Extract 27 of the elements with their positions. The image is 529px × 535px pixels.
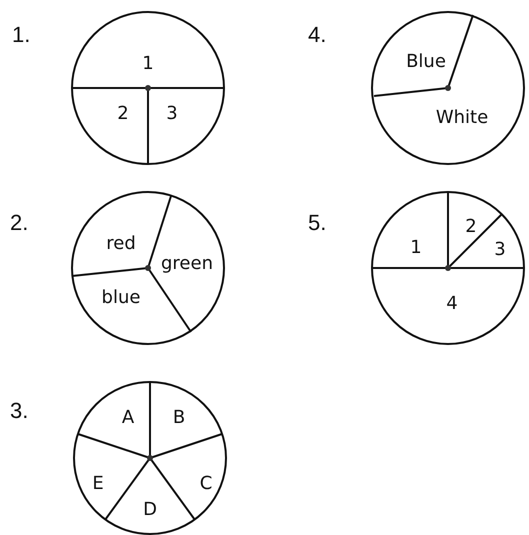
- spinner-section-label: C: [200, 475, 212, 493]
- spinner-section-label: 2: [465, 218, 477, 236]
- item-number: 5.: [308, 212, 326, 234]
- spinner-section-label: 1: [410, 239, 422, 257]
- spinner-section-label: 3: [166, 105, 178, 123]
- spinner-section-label: blue: [102, 289, 140, 307]
- spinner: [371, 11, 525, 165]
- item-number: 3.: [10, 400, 28, 422]
- spinner-section-label: 1: [142, 55, 154, 73]
- item-number: 2.: [10, 212, 28, 234]
- spinner: [371, 191, 525, 345]
- spinner-section-label: B: [172, 409, 186, 427]
- spinner-section-label: 4: [446, 295, 458, 313]
- spinner-section-label: red: [106, 235, 136, 253]
- spinner-section-label: 2: [117, 105, 129, 123]
- spinner-section-label: Blue: [406, 53, 446, 71]
- spinner: [73, 381, 227, 535]
- spinner-section-label: D: [143, 501, 157, 519]
- item-number: 1.: [12, 24, 30, 46]
- spinner-section-label: A: [122, 409, 134, 427]
- spinner-section-label: White: [436, 109, 488, 127]
- spinner-section-label: E: [92, 475, 104, 493]
- spinner: [71, 191, 225, 345]
- item-number: 4.: [308, 24, 326, 46]
- spinner-section-label: green: [161, 255, 213, 273]
- spinner-section-label: 3: [494, 241, 506, 259]
- spinner: [71, 11, 225, 165]
